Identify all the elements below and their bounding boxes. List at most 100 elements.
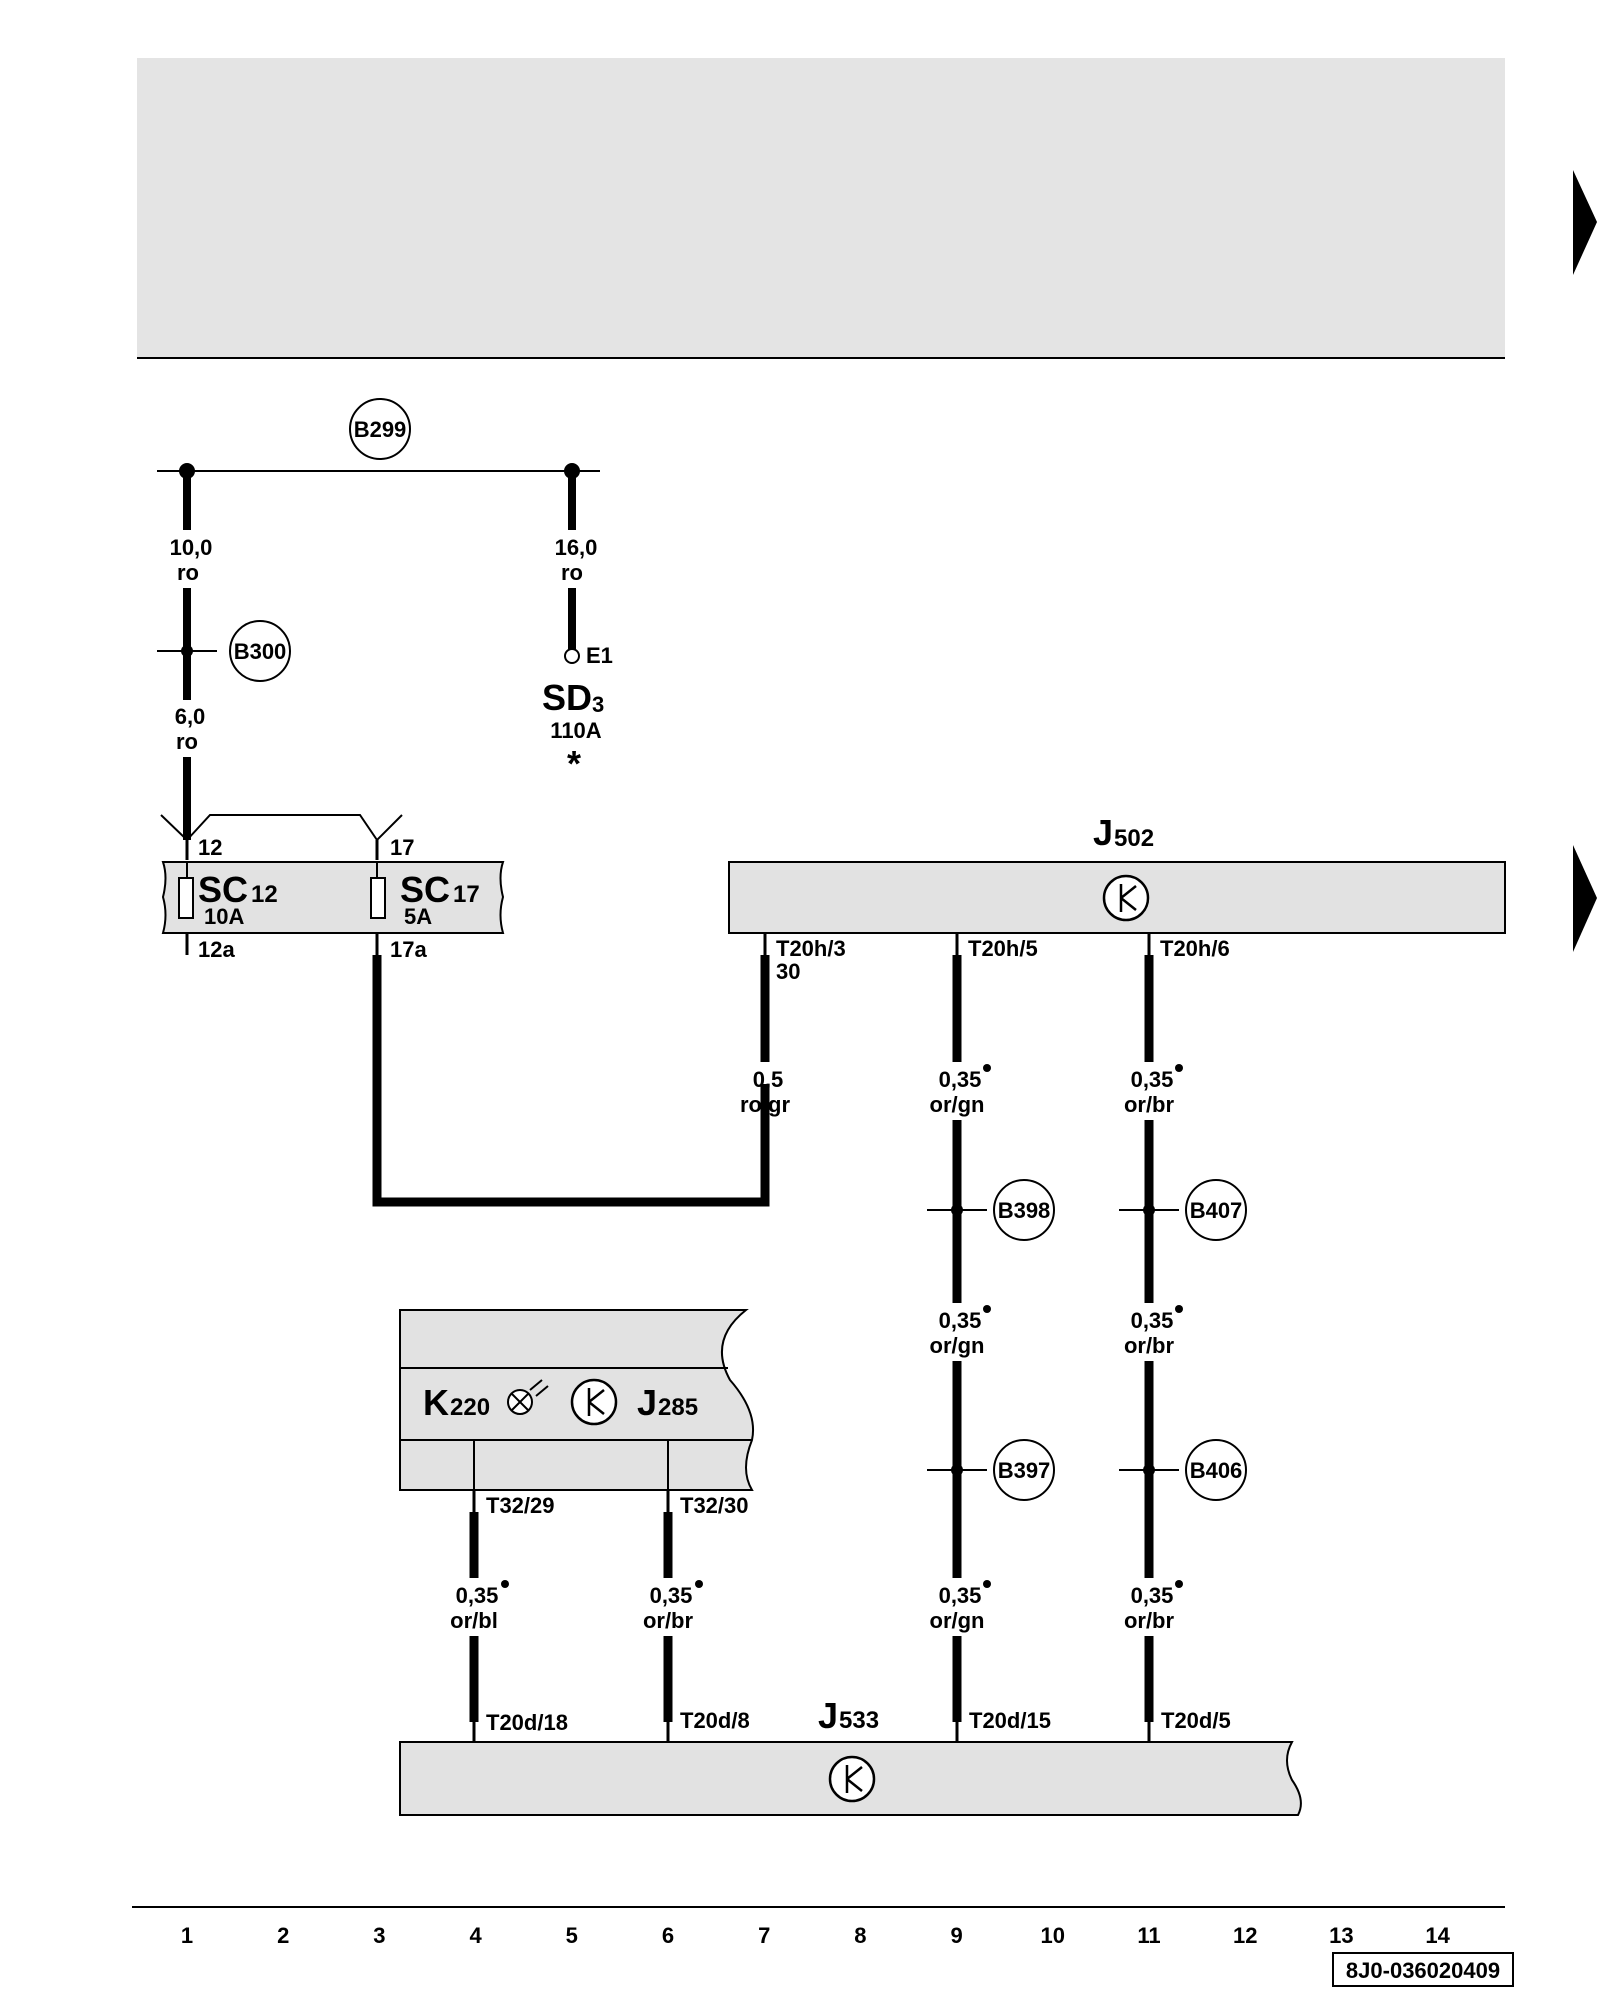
fuse-sc12-icon <box>178 877 194 919</box>
wire-color-label: or/gn <box>930 1608 985 1633</box>
splice-node <box>951 1464 963 1476</box>
wire-dot <box>1175 1064 1183 1072</box>
pin-label: 12a <box>198 937 235 962</box>
fuse-sc17-sub: 17 <box>453 881 480 908</box>
splice-node <box>181 645 193 657</box>
wire-size-label: 0,35 <box>650 1583 693 1608</box>
j533-sub: 533 <box>839 1707 879 1734</box>
wire-color-label: or/br <box>1124 1608 1175 1633</box>
wire-dot <box>501 1580 509 1588</box>
fuse-sd-label: SD <box>542 677 592 718</box>
connection-b406-circle <box>1185 1439 1247 1501</box>
connection-b300-circle <box>229 620 291 682</box>
drawing-ref-box <box>1332 1952 1514 1987</box>
control-unit-icon-symbol <box>587 1388 605 1416</box>
j502-label: J <box>1093 812 1113 853</box>
connection-b406-label: B406 <box>1190 1458 1243 1483</box>
control-unit-icon-symbol <box>1119 884 1137 912</box>
control-unit-icon <box>828 1755 876 1803</box>
grid-number: 1 <box>181 1923 193 1948</box>
k220-sub: 220 <box>450 1394 490 1421</box>
wire-dot <box>983 1580 991 1588</box>
fuse-sc12-rating: 10A <box>204 904 244 929</box>
pin-label: T20h/6 <box>1160 936 1230 961</box>
wire-color-label: or/gn <box>930 1092 985 1117</box>
grid-number: 5 <box>566 1923 578 1948</box>
drawing-ref: 8J0-036020409 <box>1346 1958 1500 1983</box>
splice-node <box>1143 1204 1155 1216</box>
wire-dot <box>983 1305 991 1313</box>
pin-label: T32/29 <box>486 1493 555 1518</box>
pin-label: T20d/5 <box>1161 1708 1231 1733</box>
fuse-sc12-sub: 12 <box>251 881 278 908</box>
wire-dot <box>1175 1305 1183 1313</box>
wire-color-label: ro/gr <box>740 1092 791 1117</box>
fuse-sd-sub: 3 <box>592 692 604 717</box>
continuation-arrow-icon <box>1573 170 1597 275</box>
wire-size-label: 0,35 <box>939 1067 982 1092</box>
grid-number: 11 <box>1137 1923 1160 1948</box>
connection-b300-label: B300 <box>234 639 287 664</box>
wire-size-label: 0,35 <box>939 1308 982 1333</box>
splice-node <box>1143 1464 1155 1476</box>
grid-number: 8 <box>854 1923 866 1948</box>
pin-label: 17a <box>390 937 427 962</box>
wire-color-label: or/br <box>1124 1333 1175 1358</box>
wire-size-label: 0,35 <box>1131 1308 1174 1333</box>
k220-label: K <box>423 1382 449 1423</box>
grid-number: 4 <box>469 1923 482 1948</box>
wire-color-label: or/gn <box>930 1333 985 1358</box>
connection-b397-circle <box>993 1439 1055 1501</box>
j502-sub: 502 <box>1114 825 1154 852</box>
pin-label: T20h/3 <box>776 936 846 961</box>
connection-b407-label: B407 <box>1190 1198 1243 1223</box>
j285-label: J <box>637 1382 657 1423</box>
terminal-e1-label: E1 <box>586 643 613 668</box>
connection-b397-label: B397 <box>998 1458 1051 1483</box>
wire-size-label: 0,35 <box>939 1583 982 1608</box>
wire-size-label: 0,35 <box>456 1583 499 1608</box>
connection-b299-label: B299 <box>354 417 407 442</box>
pin-label: T20d/8 <box>680 1708 750 1733</box>
grid-number: 12 <box>1233 1923 1257 1948</box>
wire-color-label: ro <box>561 560 583 585</box>
pin-label: T20h/5 <box>968 936 1038 961</box>
pin-label: T32/30 <box>680 1493 749 1518</box>
control-unit-icon-symbol <box>845 1765 863 1793</box>
wire-size-label: 0,35 <box>1131 1067 1174 1092</box>
wire-color-label: ro <box>177 560 199 585</box>
grid-number: 2 <box>277 1923 289 1948</box>
pin-label: 17 <box>390 835 414 860</box>
j285-sub: 285 <box>658 1394 698 1421</box>
wire-color-label: or/bl <box>450 1608 498 1633</box>
grid-number: 13 <box>1329 1923 1353 1948</box>
wire-color-label: ro <box>176 729 198 754</box>
grid-number: 3 <box>373 1923 385 1948</box>
connection-b398-label: B398 <box>998 1198 1051 1223</box>
pin-label: T20d/15 <box>969 1708 1051 1733</box>
pin-label: 30 <box>776 959 800 984</box>
fuse-bridge <box>160 814 403 842</box>
pin-label: T20d/18 <box>486 1710 568 1735</box>
j533-label: J <box>818 1695 838 1736</box>
fuse-sd-star: * <box>567 743 581 784</box>
splice-node <box>951 1204 963 1216</box>
grid-number: 9 <box>950 1923 962 1948</box>
wire-size-label: 6,0 <box>175 704 206 729</box>
control-unit-icon <box>1102 874 1150 922</box>
control-unit-icon <box>570 1378 618 1426</box>
grid-number: 7 <box>758 1923 770 1948</box>
terminal-e1 <box>564 648 580 664</box>
grid-number: 6 <box>662 1923 674 1948</box>
connection-b299-circle <box>349 398 411 460</box>
wire-size-label: 0,5 <box>753 1067 784 1092</box>
warning-lamp-icon-rays <box>529 1379 549 1397</box>
header-area <box>137 58 1505 358</box>
wire-size-label: 16,0 <box>555 535 598 560</box>
fuse-sc17-rating: 5A <box>404 904 432 929</box>
warning-lamp-icon-cross <box>511 1393 529 1411</box>
connection-b407-circle <box>1185 1179 1247 1241</box>
grid-number: 14 <box>1425 1923 1450 1948</box>
